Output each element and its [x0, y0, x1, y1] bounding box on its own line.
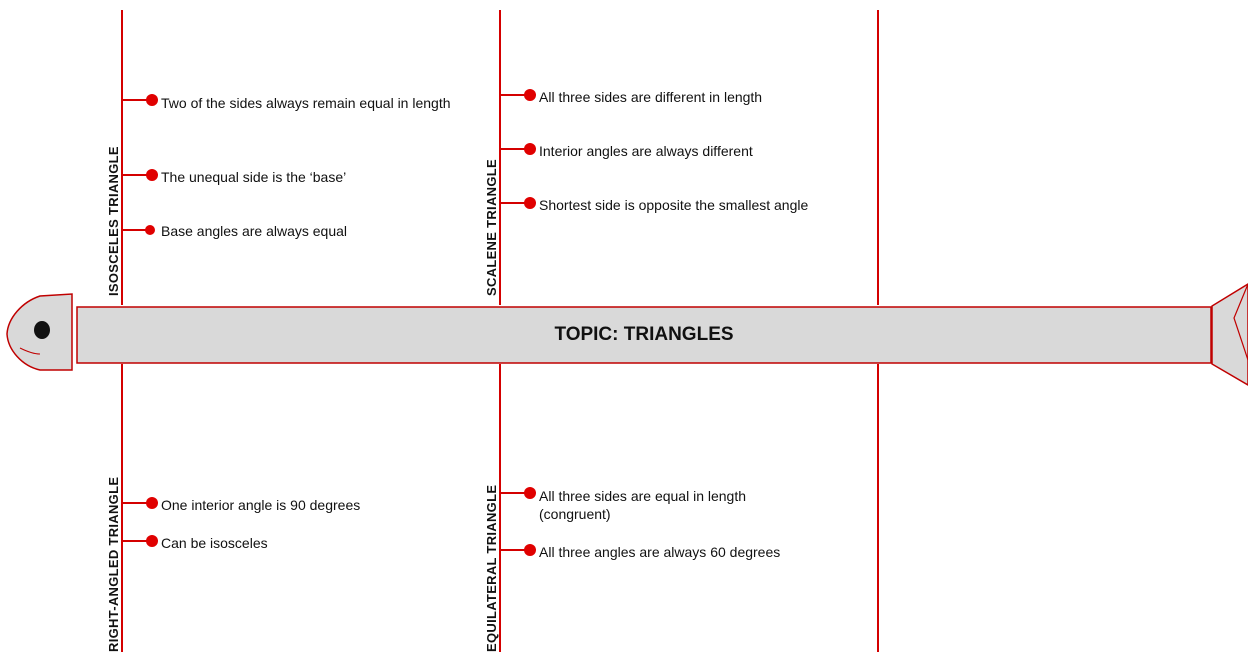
branch-label-isosceles: ISOSCELES TRIANGLE — [106, 146, 121, 296]
fish-eye — [34, 321, 50, 339]
connector-equilateral-1 — [500, 487, 536, 499]
connector-isosceles-2 — [122, 169, 158, 181]
right-angled-item-2: Can be isosceles — [161, 535, 268, 551]
scalene-item-1: All three sides are different in length — [539, 89, 763, 105]
spine-bar — [76, 306, 1212, 364]
isosceles-item-3: Base angles are always equal — [161, 223, 348, 239]
connector-isosceles-3 — [122, 225, 155, 235]
branch-label-right-angled: RIGHT-ANGLED TRIANGLE — [106, 476, 121, 652]
topic-title: TOPIC: TRIANGLES — [554, 324, 734, 345]
right-angled-item-1: One interior angle is 90 degrees — [161, 497, 361, 513]
fish-tail — [1211, 283, 1248, 386]
connector-isosceles-1 — [122, 94, 158, 106]
connector-scalene-1 — [500, 89, 536, 101]
scalene-item-3: Shortest side is opposite the smallest a… — [539, 197, 809, 213]
fish-gill-line — [19, 347, 41, 355]
isosceles-item-1: Two of the sides always remain equal in … — [161, 95, 451, 111]
branch-label-scalene: SCALENE TRIANGLE — [484, 159, 499, 296]
scalene-item-2: Interior angles are always different — [539, 143, 753, 159]
connector-equilateral-2 — [500, 544, 536, 556]
equilateral-item-1: All three sides are equal in length (con… — [539, 488, 747, 522]
branch-label-equilateral: EQUILATERAL TRIANGLE — [484, 484, 499, 652]
connector-scalene-3 — [500, 197, 536, 209]
isosceles-item-2: The unequal side is the ‘base’ — [161, 169, 347, 185]
equilateral-item-2: All three angles are always 60 degrees — [539, 544, 781, 560]
fish-tail-fold — [1233, 283, 1248, 361]
connector-scalene-2 — [500, 143, 536, 155]
connector-right-angled-1 — [122, 497, 158, 509]
connector-right-angled-2 — [122, 535, 158, 547]
